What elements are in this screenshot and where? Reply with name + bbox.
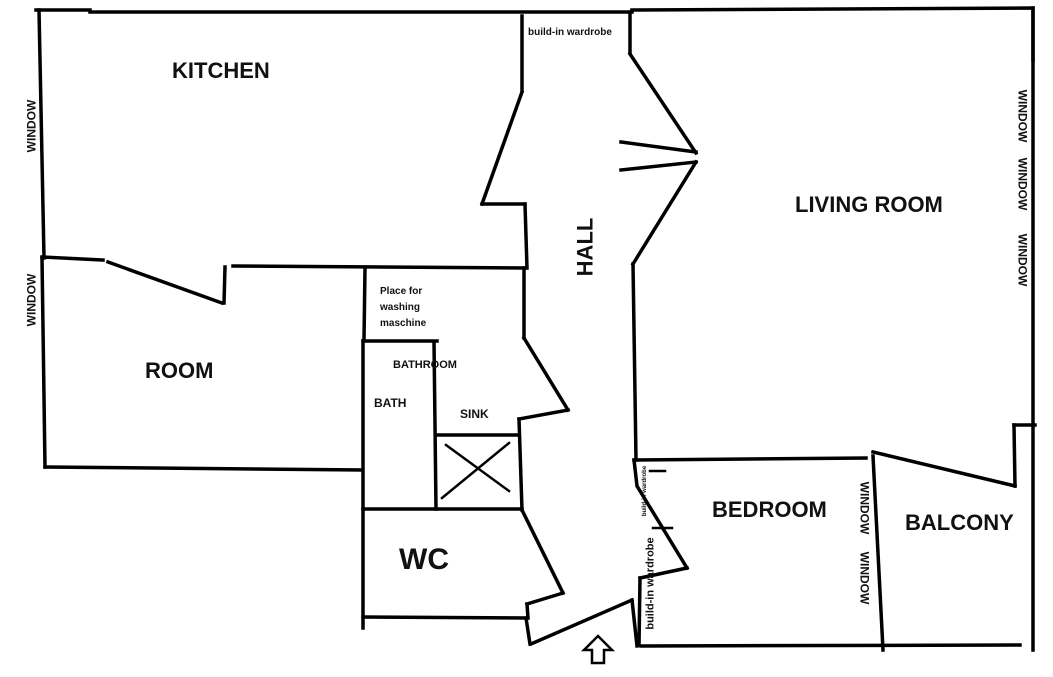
wall-bedroom-top [632,456,868,462]
door-room [105,259,225,306]
up-arrow-entrance-icon [580,634,616,665]
window-label-living-3: WINDOW [1015,233,1030,287]
note-wardrobe-bedroom-small: build-in wardrobe [642,465,649,517]
door-wc [519,507,566,596]
room-label-hall: HALL [572,217,598,277]
room-label-living-room: LIVING ROOM [795,192,943,217]
door-bathroom [521,335,571,413]
room-label-bathroom: BATHROOM [393,359,457,371]
wall-balcony-door [870,449,1018,489]
window-label-room: WINDOW [24,273,39,327]
wall-hall-left-1 [523,202,529,270]
wall-bathroom-right-2 [517,417,524,512]
door-living-stub-2 [619,160,698,172]
window-label-living-2: WINDOW [1015,157,1030,211]
entrance-door [528,597,635,647]
wall-washing-left [362,266,367,342]
wall-wc-jog [524,590,566,607]
window-label-bedroom-2: WINDOW [857,551,872,605]
room-label-balcony: BALCONY [905,510,1014,535]
wall-room-bottom [43,465,364,472]
entrance-jamb-right [630,598,639,648]
wardrobe-bedroom-wall [632,458,690,571]
note-washing-machine: Place for washing maschine [380,286,427,329]
wall-wardrobe-left [637,576,642,647]
wall-kitchen-top [34,8,634,14]
door-living-2 [630,159,699,267]
wall-kitchen-room-2 [231,264,527,270]
sink-x-2 [440,441,511,500]
wall-wardrobe-jog [637,565,690,581]
door-kitchen [479,89,525,207]
wall-bathroom-jog [516,407,571,422]
wall-wc-right [525,602,530,620]
wall-balcony-jamb [1012,423,1017,488]
wall-living-top [630,6,1035,62]
room-label-kitchen: KITCHEN [172,58,270,83]
room-label-bedroom: BEDROOM [712,497,827,522]
wall-left-room [40,256,47,469]
wall-left-kitchen [37,8,46,260]
room-label-wc: WC [399,543,449,576]
wall-bath-right [432,340,438,511]
wall-hall-right [631,262,638,462]
room-label-room: ROOM [145,358,214,383]
note-wardrobe-bedroom: build-in wardrobe [644,537,657,630]
wall-bedroom-right [871,454,885,652]
wall-kitchen-room-1 [40,255,105,262]
room-label-bath: BATH [374,396,407,410]
window-label-bedroom-1: WINDOW [857,481,872,535]
wall-wc-bottom [361,615,529,620]
wall-door-jamb [222,265,227,305]
window-label-living-1: WINDOW [1015,89,1030,143]
room-label-sink: SINK [460,407,489,421]
window-label-kitchen: WINDOW [24,99,39,153]
wall-bedroom-bottom [639,643,1022,648]
note-wardrobe-top: build-in wardrobe [528,27,612,38]
entrance-jamb-left [524,616,532,646]
door-living-stub-1 [619,140,698,154]
door-living-1 [627,51,699,156]
